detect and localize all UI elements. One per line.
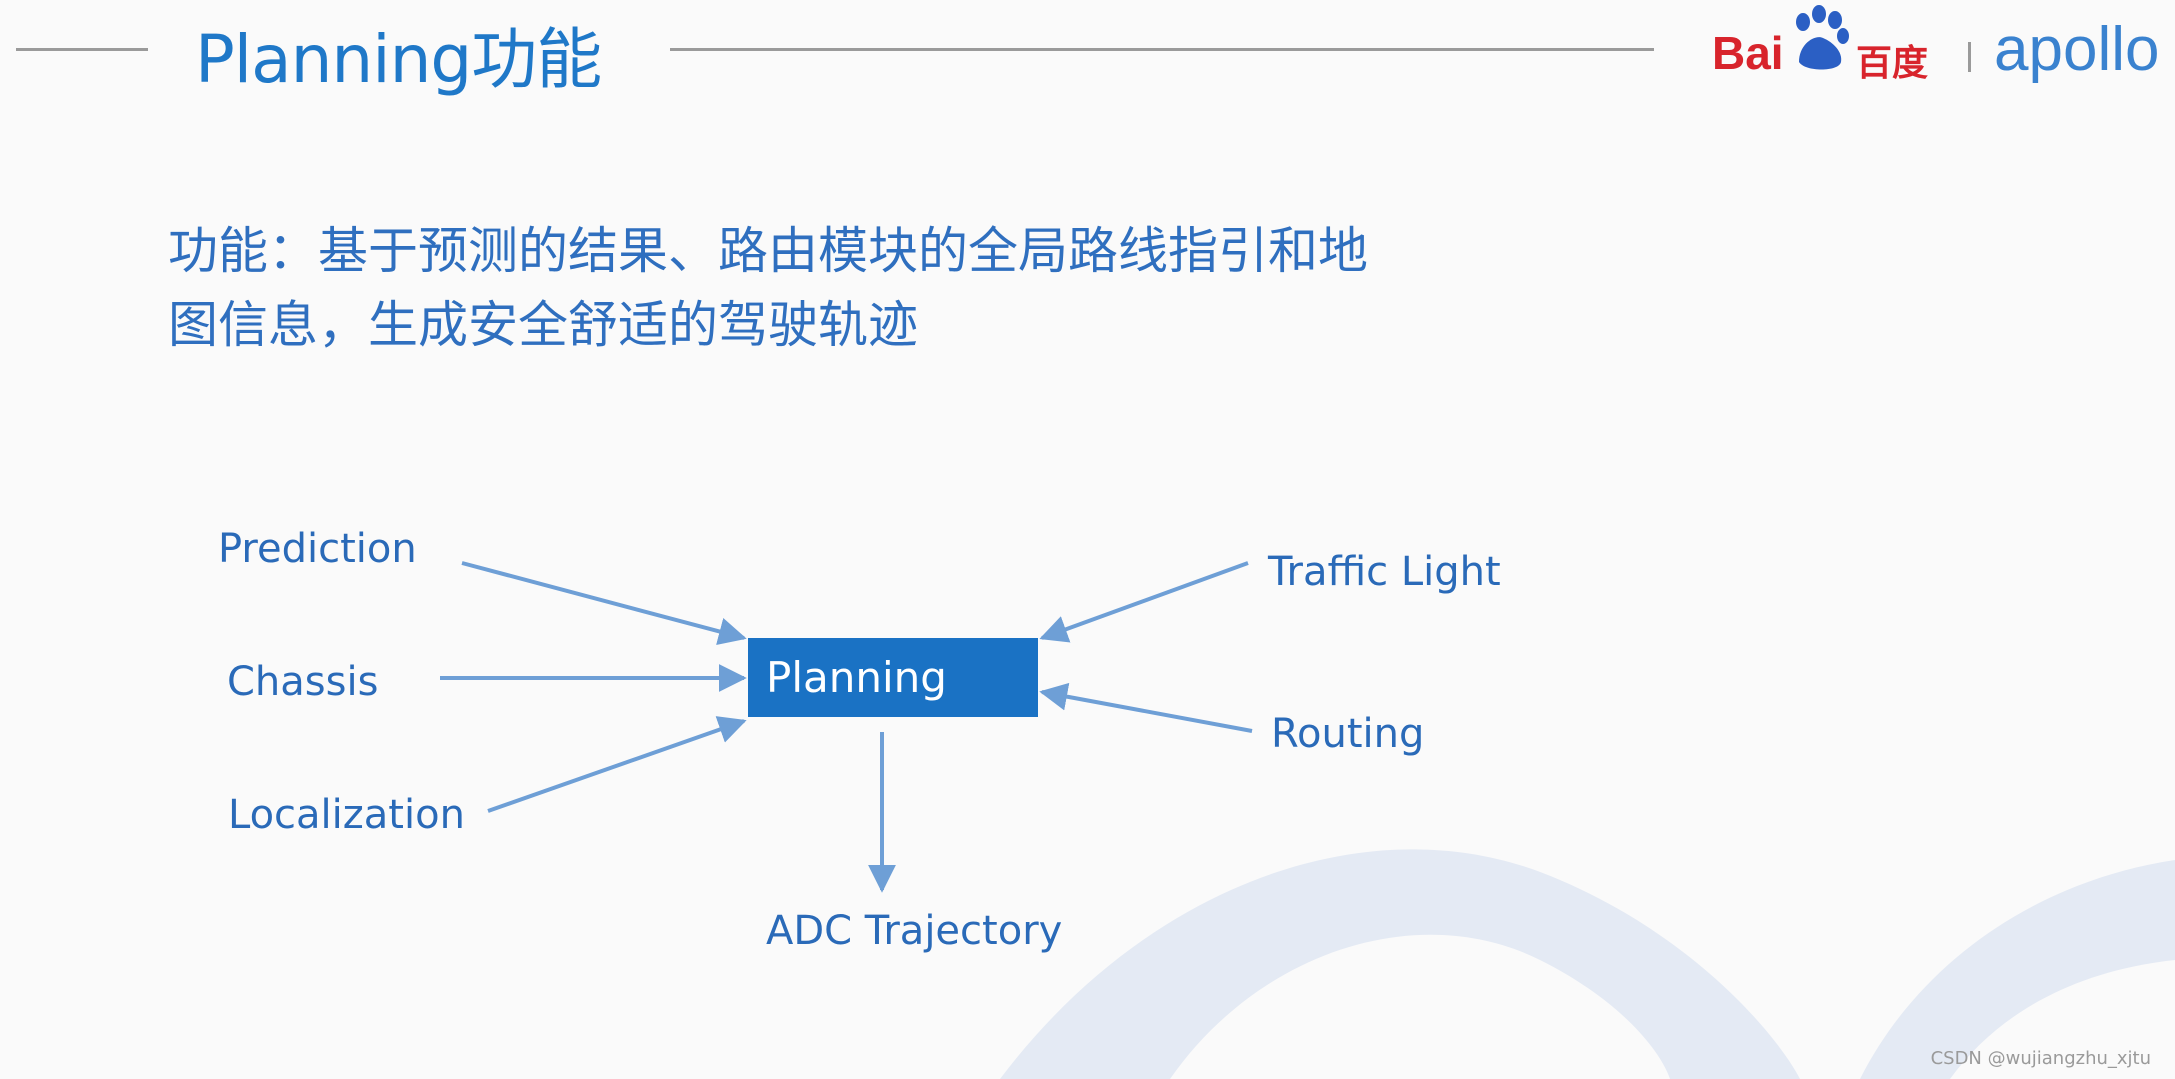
arrow-trafficlight-to-planning [1039, 561, 1249, 643]
baidu-logo-chinese: 百度 [1856, 43, 1929, 84]
apollo-logo-text: apollo [1994, 15, 2160, 84]
slide-title: Planning功能 [195, 21, 602, 98]
watermark: CSDN @wujiangzhu_xjtu [1930, 1048, 2151, 1069]
background-wave [1170, 934, 1670, 1079]
node-traffic-light: Traffic Light [1267, 549, 1501, 595]
node-prediction: Prediction [218, 526, 417, 572]
planning-box [748, 638, 1038, 717]
header-rule-right [670, 48, 1654, 51]
node-routing: Routing [1271, 711, 1424, 757]
node-adc-trajectory: ADC Trajectory [766, 908, 1062, 954]
header-rule-left [16, 48, 148, 51]
node-chassis: Chassis [227, 659, 378, 705]
description-line: 功能：基于预测的结果、路由模块的全局路线指引和地 [168, 222, 1368, 280]
arrow-localization-to-planning [487, 716, 747, 813]
baidu-logo-text: Bai [1712, 27, 1784, 79]
background-wave [1950, 960, 2175, 1079]
slide-description: 功能：基于预测的结果、路由模块的全局路线指引和地 图信息，生成安全舒适的驾驶轨迹 [168, 214, 1588, 362]
node-localization: Localization [228, 792, 465, 838]
planning-box-label: Planning [766, 653, 947, 702]
baidu-paw-icon [1796, 5, 1849, 70]
arrow-routing-to-planning [1039, 682, 1253, 733]
description-line: 图信息，生成安全舒适的驾驶轨迹 [168, 296, 918, 354]
logo-separator [1968, 42, 1971, 72]
arrow-prediction-to-planning [461, 561, 747, 646]
